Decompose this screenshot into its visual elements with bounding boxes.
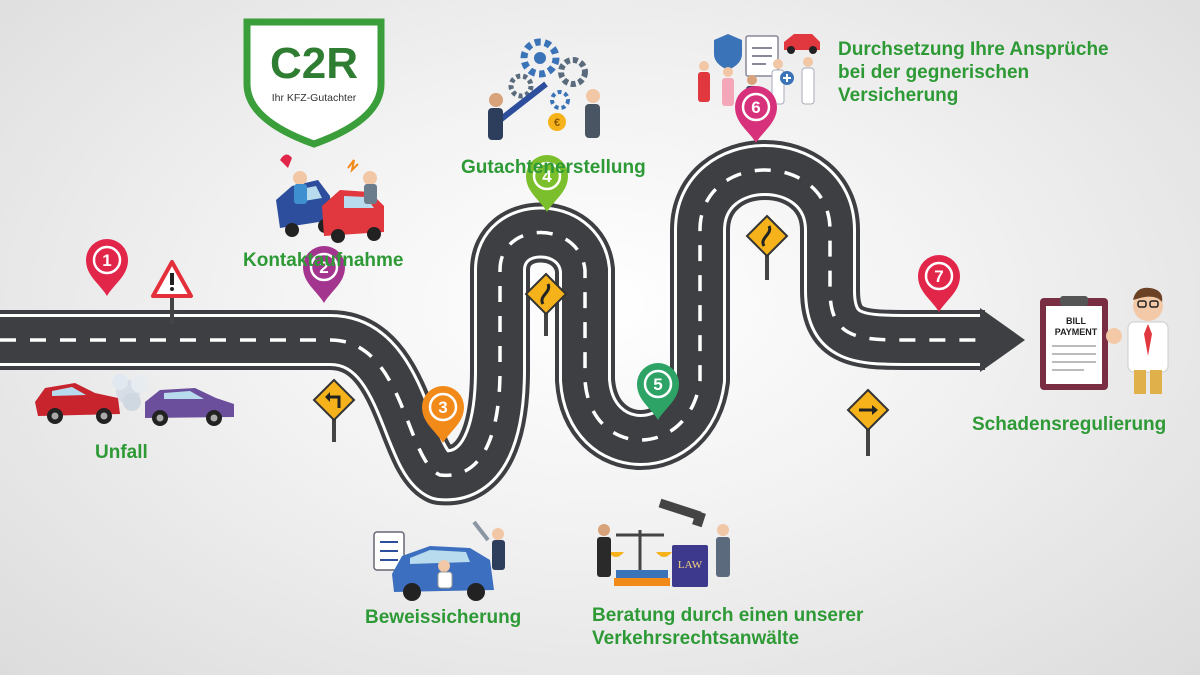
- bill-subtitle: PAYMENT: [1055, 327, 1098, 337]
- pin-number: 1: [102, 251, 111, 270]
- pin-number: 5: [653, 375, 662, 394]
- pin-number: 2: [319, 258, 328, 277]
- winding-road-sign-icon: [524, 272, 568, 336]
- step-label-line: Durchsetzung Ihre Ansprüche: [838, 39, 1109, 60]
- step-label-line: Verkehrsrechtsanwälte: [592, 628, 800, 649]
- law-book-label: LAW: [678, 559, 703, 571]
- winding-road-sign-icon: [745, 214, 789, 280]
- logo-text: C2R: [270, 39, 358, 88]
- map-pin-1: 1: [86, 239, 128, 296]
- map-pin-3: 3: [422, 386, 464, 443]
- pin-number: 7: [934, 267, 943, 286]
- pin-number: 6: [751, 98, 760, 117]
- step-label-5: Beratung durch einen unserer Verkehrsrec…: [592, 604, 863, 650]
- map-pin-6: 6: [735, 86, 777, 143]
- step-label-1: Unfall: [95, 441, 148, 464]
- c2r-logo: C2R Ihr KFZ-Gutachter: [243, 18, 385, 148]
- step-label-4: Gutachtenerstellung: [461, 156, 646, 179]
- car-crash-icon: [35, 374, 234, 426]
- bill-payment-icon: BILL PAYMENT: [1040, 287, 1169, 394]
- pin-number: 3: [438, 398, 447, 417]
- map-pin-2: 2: [303, 246, 345, 303]
- step-label-line: Beweissicherung: [365, 607, 522, 628]
- warning-sign-icon: [151, 260, 193, 324]
- step-label-3: Beweissicherung: [365, 606, 521, 629]
- map-pin-5: 5: [637, 363, 679, 420]
- turn-left-sign-icon: [312, 378, 356, 442]
- step-label-line: Gutachtenerstellung: [461, 157, 646, 178]
- road-arrow-head: [980, 308, 1025, 372]
- gears-teamwork-icon: €: [488, 38, 600, 140]
- road-surface: [0, 147, 985, 499]
- step-label-7: Schadensregulierung: [972, 413, 1166, 436]
- step-label-line: Versicherung: [838, 85, 959, 106]
- step-label-line: bei der gegnerischen: [838, 62, 1030, 83]
- road-center-dashes: [0, 168, 985, 477]
- step-label-line: Kontaktaufnahme: [243, 250, 404, 271]
- phone-call-accident-icon: [276, 154, 384, 243]
- bill-title: BILL: [1066, 316, 1086, 326]
- step-label-2: Kontaktaufnahme: [243, 249, 403, 272]
- map-pin-4: 4: [526, 155, 568, 212]
- step-label-6: Durchsetzung Ihre Ansprüche bei der gegn…: [838, 38, 1109, 107]
- road: [0, 140, 1025, 506]
- step-label-line: Beratung durch einen unserer: [592, 605, 864, 626]
- logo-subtitle: Ihr KFZ-Gutachter: [272, 92, 357, 104]
- svg-text:€: €: [554, 117, 560, 129]
- step-pins: 1 2 3 4 5 6 7: [86, 86, 960, 443]
- mechanic-inspection-icon: [373, 520, 505, 601]
- map-pin-7: 7: [918, 255, 960, 312]
- step-label-line: Unfall: [95, 442, 148, 463]
- step-label-line: Schadensregulierung: [972, 414, 1167, 435]
- pin-number: 4: [542, 167, 552, 186]
- law-scales-icon: LAW: [597, 498, 730, 587]
- insurance-policy-icon: [698, 34, 820, 108]
- right-arrow-sign-icon: [846, 388, 890, 456]
